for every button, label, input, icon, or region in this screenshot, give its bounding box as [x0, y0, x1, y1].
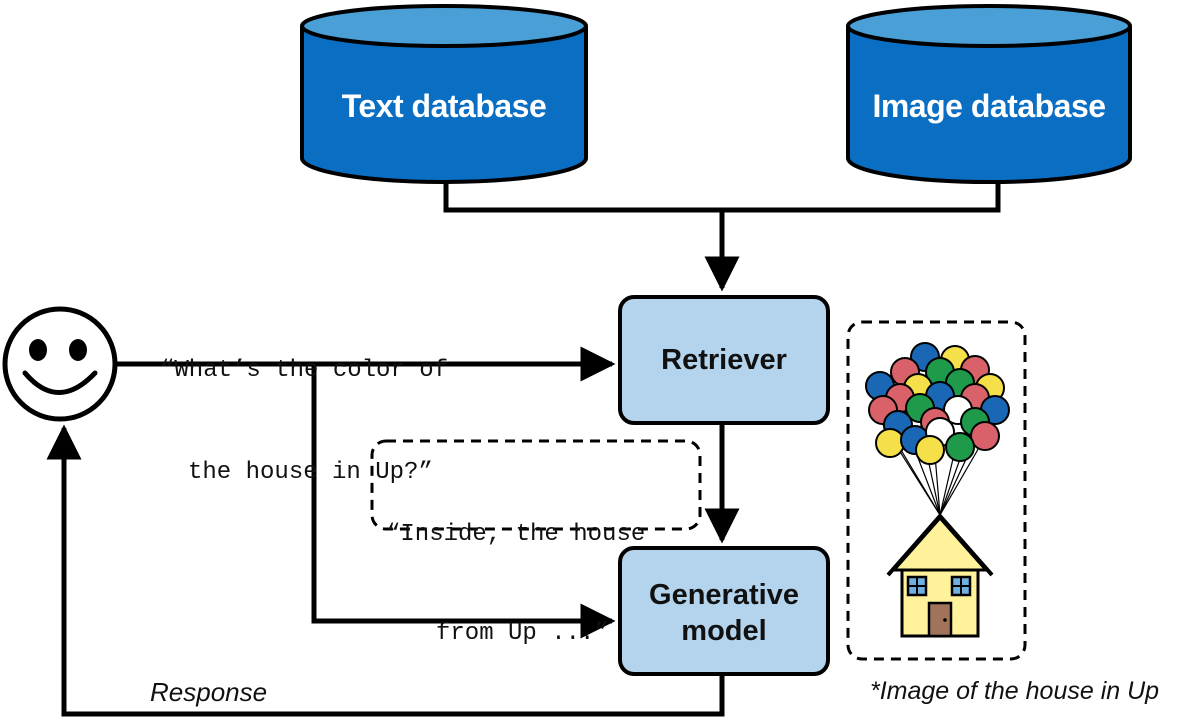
image-database-cylinder	[846, 4, 1132, 184]
generative-model-label-line2: model	[681, 615, 767, 647]
query-text-line2: the house in Up?”	[188, 459, 433, 486]
balloon-house-icon	[865, 342, 1010, 638]
retrieved-text-line1: “Inside, the house	[386, 521, 646, 548]
query-arrows	[115, 346, 616, 639]
text-database-cylinder	[300, 4, 588, 184]
retrieved-text: “Inside, the house from Up ...”	[386, 452, 645, 716]
image-caption: *Image of the house in Up	[870, 677, 1160, 705]
generative-model-label: Generative model	[620, 577, 828, 649]
retrieved-text-line2: from Up ...”	[436, 620, 609, 647]
retriever-label: Retriever	[661, 344, 787, 376]
query-text-line1: “What’s the color of	[160, 357, 449, 384]
smiley-face-icon	[2, 306, 118, 422]
databases-to-retriever-connector	[443, 180, 1001, 292]
image-frame-box	[846, 320, 1027, 661]
image-database-label: Image database	[872, 88, 1106, 124]
response-label: Response	[150, 677, 268, 707]
response-arrow	[46, 424, 725, 717]
text-database-label: Text database	[341, 88, 547, 124]
query-text: “What’s the color of the house in Up?”	[160, 286, 448, 558]
generative-model-label-line1: Generative	[649, 579, 799, 611]
retrieved-text-box	[370, 439, 702, 531]
